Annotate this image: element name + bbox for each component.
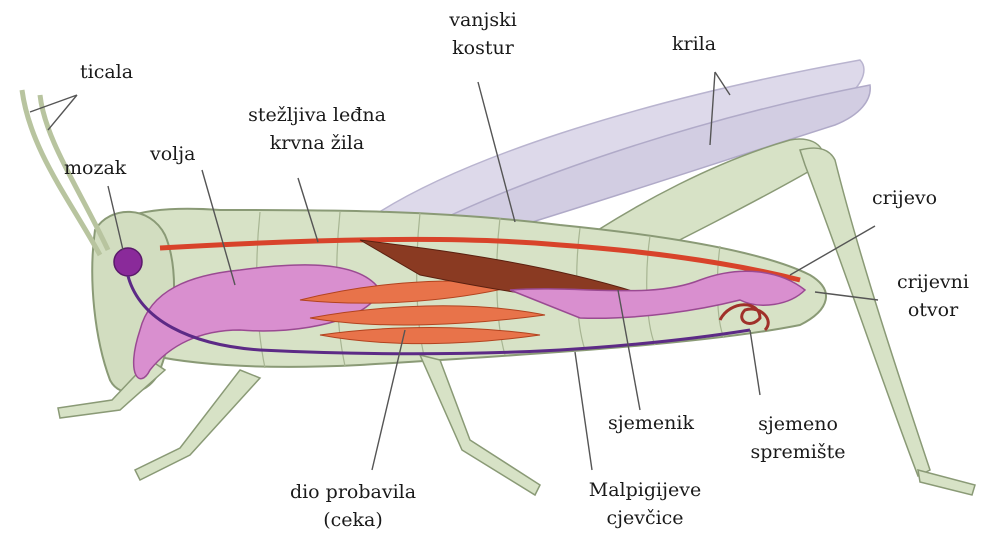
label-volja: volja (150, 142, 195, 166)
leader-spremiste (750, 330, 760, 395)
label-anus-line2: otvor (888, 298, 978, 322)
label-seminal-vesicle-line1: sjemeno (748, 412, 848, 436)
label-caeca-line2: (ceka) (268, 508, 438, 532)
label-dorsal-vessel-line2: krvna žila (232, 131, 402, 155)
mid-leg (135, 370, 260, 480)
label-dorsal-vessel-line1: stežljiva leđna (232, 103, 402, 127)
hind-tarsus (918, 470, 975, 495)
label-krila: krila (672, 32, 716, 56)
label-seminal-vesicle-line2: spremište (748, 440, 848, 464)
label-exoskeleton-line1: vanjski (438, 8, 528, 32)
label-exoskeleton-line2: kostur (438, 36, 528, 60)
label-crijevo: crijevo (872, 186, 937, 210)
brain (114, 248, 142, 276)
label-caeca-line1: dio probavila (268, 480, 438, 504)
label-malpighian-line1: Malpigijeve (580, 478, 710, 502)
label-anus-line1: crijevni (888, 270, 978, 294)
mid-leg-2 (420, 355, 540, 495)
label-sjemenik: sjemenik (608, 411, 694, 435)
label-malpighian-line2: cjevčice (580, 506, 710, 530)
label-mozak: mozak (64, 156, 126, 180)
leader-malpigi (575, 352, 592, 470)
label-ticala: ticala (80, 60, 133, 84)
leader-ticala (30, 95, 77, 130)
